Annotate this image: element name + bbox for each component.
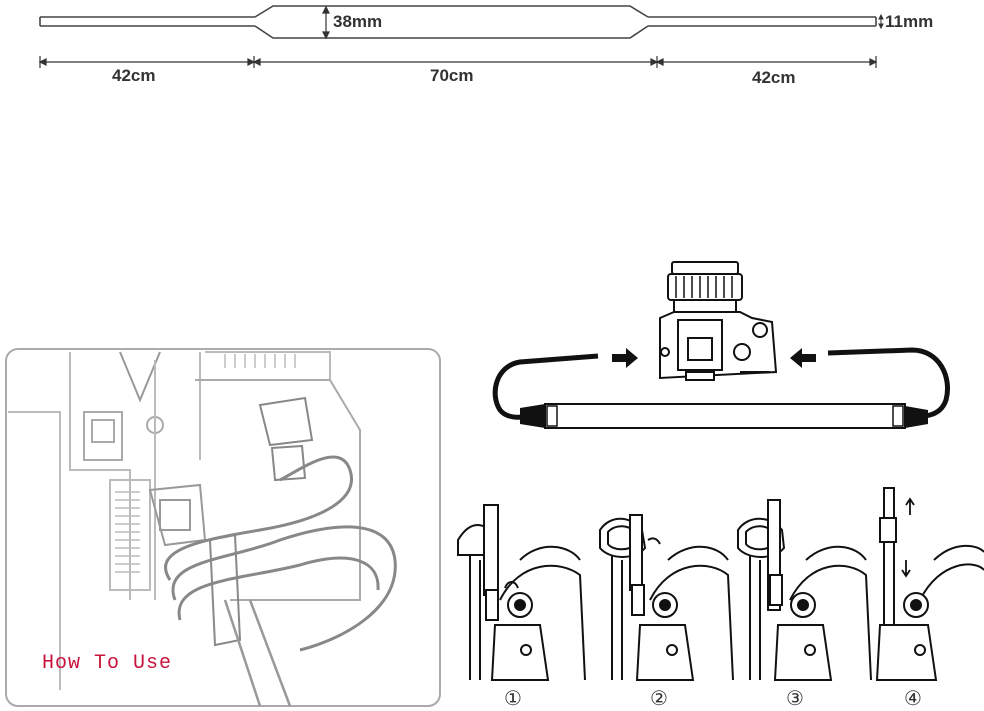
step-label-1: ① — [504, 686, 522, 710]
pad-width-label: 38mm — [333, 12, 383, 31]
step-label-3: ③ — [786, 686, 804, 710]
strap-loop-icon — [492, 347, 950, 429]
closeup-illustration — [5, 348, 441, 707]
string-width-label: 11mm — [885, 12, 934, 31]
strap-outline — [39, 5, 877, 39]
pad-height-arrow — [322, 5, 330, 40]
usage-title: How To Use — [42, 652, 173, 675]
length-dimension-arrows — [38, 56, 878, 68]
right-length-label: 42cm — [752, 68, 796, 87]
step-illustration-2 — [599, 514, 734, 681]
middle-length-label: 70cm — [430, 66, 474, 85]
step-label-4: ④ — [904, 686, 922, 710]
camera-icon — [659, 261, 778, 381]
left-length-label: 42cm — [112, 66, 156, 85]
step-illustration-1 — [457, 504, 586, 681]
arrow-right-icon — [612, 348, 638, 368]
step-illustration-3 — [737, 499, 872, 681]
step-illustration-4 — [875, 487, 984, 681]
string-height-arrow — [878, 13, 884, 30]
step-label-2: ② — [650, 686, 668, 710]
arrow-left-icon — [790, 348, 816, 368]
